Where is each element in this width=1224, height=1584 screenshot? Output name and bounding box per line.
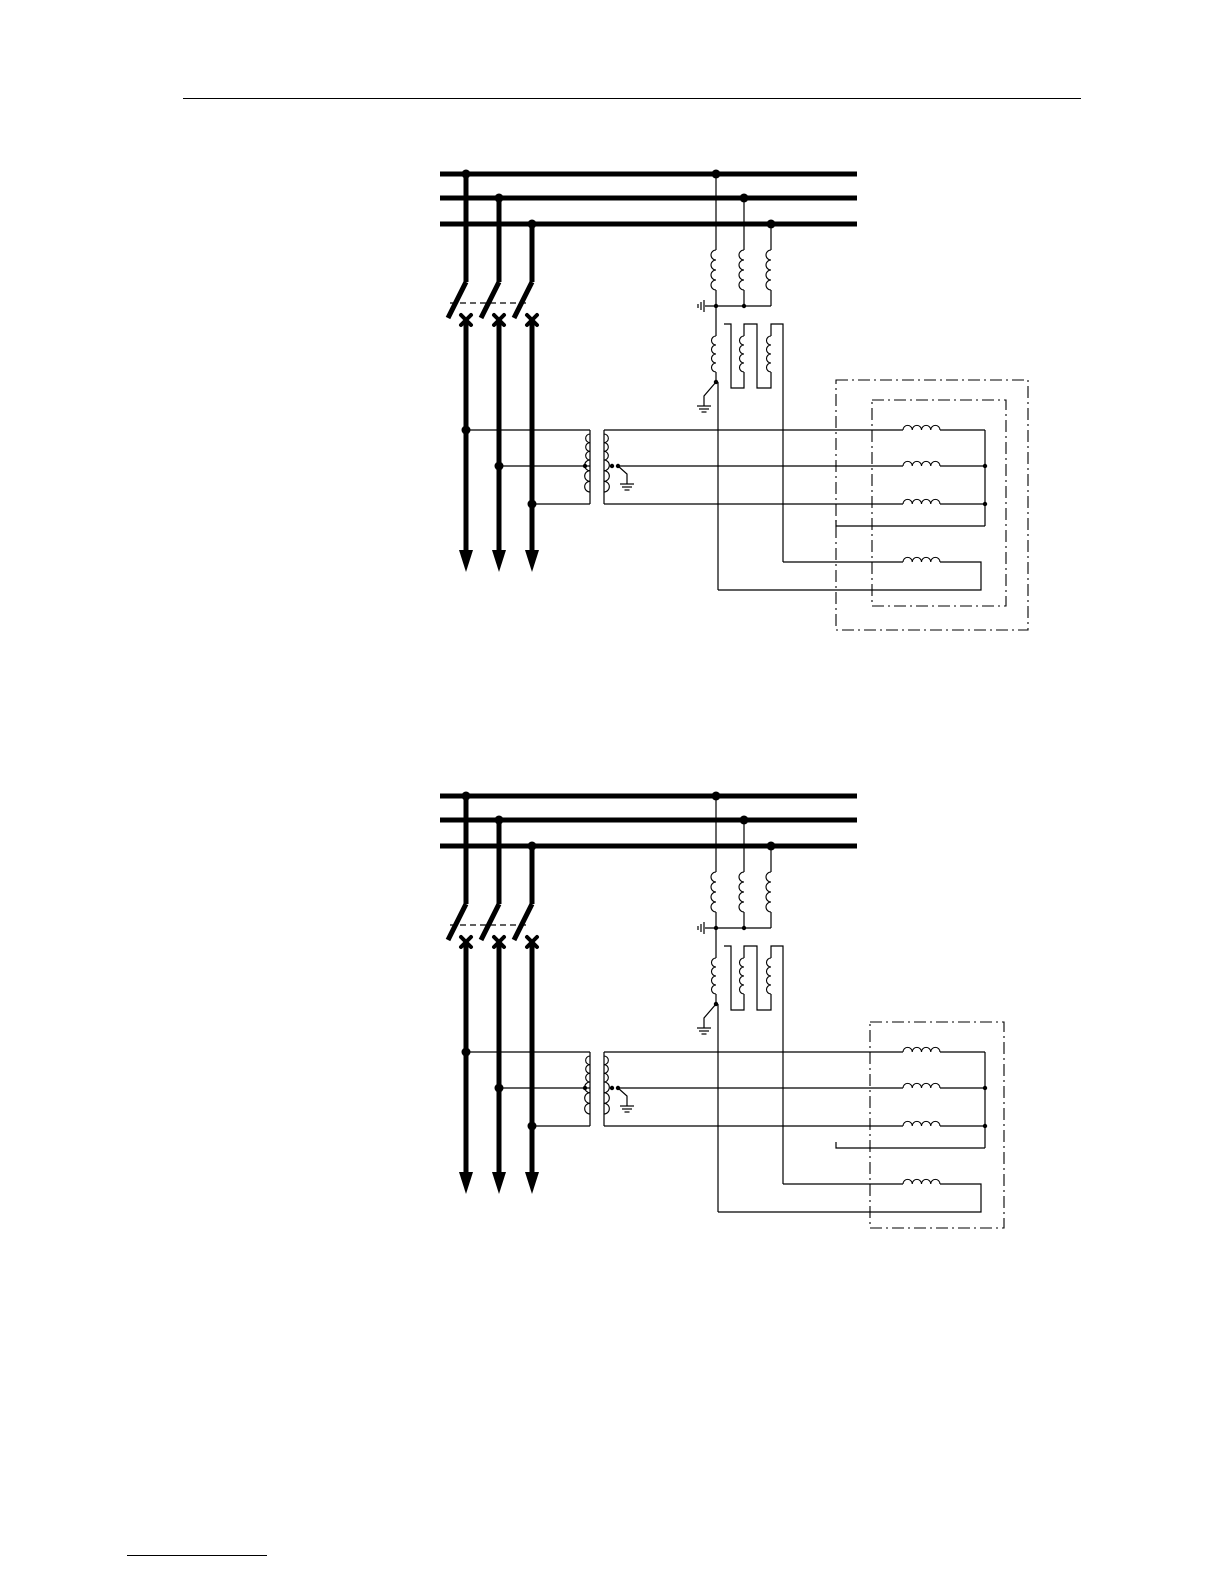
- disconnector-blade-1: [448, 282, 466, 318]
- protection-wiring-diagram-2: [0, 782, 1224, 1242]
- relay-star-node-2: [983, 502, 987, 506]
- vt-secondary-ground-icon: [697, 406, 711, 412]
- vt-primary-coil-3: [766, 872, 771, 912]
- disconnector-blade-2: [481, 904, 499, 940]
- protection-wiring-diagram-1: [0, 160, 1224, 640]
- relay-coil-4: [903, 557, 940, 562]
- ct-secondary-coil-2: [604, 1082, 609, 1114]
- relay-star-node-1: [983, 1086, 987, 1090]
- relay-neutral-return: [836, 1142, 985, 1148]
- footer-rule: [127, 1555, 267, 1556]
- vt-secondary-coil-3: [767, 336, 772, 372]
- vt-primary-ground-icon: [698, 922, 704, 934]
- vt-primary-coil-1: [711, 250, 716, 290]
- feeder-arrow-2: [492, 1172, 506, 1194]
- feeder-arrow-3: [525, 1172, 539, 1194]
- ct-ground-icon: [620, 1106, 634, 1112]
- relay-coil-2: [903, 461, 940, 466]
- disconnector-blade-2: [481, 282, 499, 318]
- relay-coil-3: [903, 1121, 940, 1126]
- vt-secondary-coil-1: [712, 958, 717, 994]
- ct-secondary-coil-1: [604, 434, 608, 460]
- vt-primary-ground-icon: [698, 300, 704, 312]
- vt-secondary-ground-icon: [697, 1028, 711, 1034]
- feeder-arrow-3: [525, 550, 539, 572]
- relay-residual-return: [718, 562, 981, 590]
- vt-secondary-coil-2: [740, 958, 745, 994]
- vt-secondary-coil-3: [767, 958, 772, 994]
- vt-secondary-coil-2: [740, 336, 745, 372]
- relay-star-node-1: [983, 464, 987, 468]
- vt-secondary-coil-1: [712, 336, 717, 372]
- ct-secondary-coil-1: [604, 1056, 608, 1082]
- disconnector-blade-3: [514, 282, 532, 318]
- relay-coil-3: [903, 499, 940, 504]
- vt-delta-link-1: [724, 324, 744, 388]
- vt-star-node-2: [742, 926, 746, 930]
- vt-secondary-ground-lead: [704, 382, 716, 406]
- ct-secondary-coil-2: [604, 460, 609, 492]
- disconnector-blade-1: [448, 904, 466, 940]
- relay-residual-return: [718, 1184, 981, 1212]
- ct-primary-node: [583, 464, 587, 468]
- ct-primary-node: [583, 1086, 587, 1090]
- disconnector-blade-3: [514, 904, 532, 940]
- vt-delta-link-1: [724, 946, 744, 1010]
- ct-primary-coil-1: [586, 434, 590, 460]
- relay-coil-1: [903, 1047, 940, 1052]
- vt-primary-coil-2: [739, 872, 744, 912]
- ct-ground-icon: [620, 484, 634, 490]
- ct-secondary-node: [610, 464, 614, 468]
- vt-open-delta-output: [771, 324, 783, 562]
- ct-primary-coil-1: [586, 1056, 590, 1082]
- vt-open-delta-output: [771, 946, 783, 1184]
- vt-primary-coil-3: [766, 250, 771, 290]
- vt-primary-coil-1: [711, 872, 716, 912]
- relay-star-node-2: [983, 1124, 987, 1128]
- ct-ground-lead: [618, 466, 627, 484]
- relay-neutral-return: [836, 520, 985, 526]
- relay-enclosure-outer: [836, 380, 1028, 630]
- feeder-arrow-1: [459, 550, 473, 572]
- header-rule: [183, 98, 1081, 99]
- relay-coil-4: [903, 1179, 940, 1184]
- relay-coil-1: [903, 425, 940, 430]
- feeder-arrow-2: [492, 550, 506, 572]
- vt-star-node-2: [742, 304, 746, 308]
- relay-coil-2: [903, 1083, 940, 1088]
- ct-ground-lead: [618, 1088, 627, 1106]
- vt-secondary-ground-lead: [704, 1004, 716, 1028]
- ct-secondary-node: [610, 1086, 614, 1090]
- feeder-arrow-1: [459, 1172, 473, 1194]
- vt-primary-coil-2: [739, 250, 744, 290]
